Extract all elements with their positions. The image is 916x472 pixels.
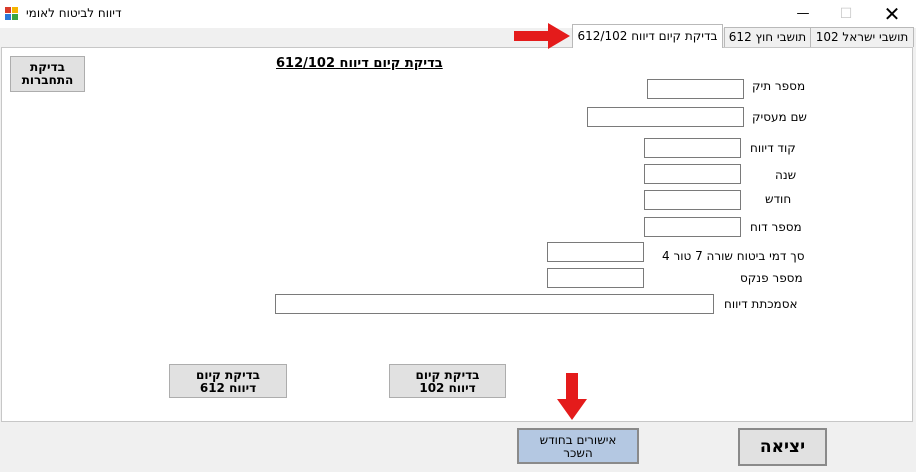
- check-102-label-2: דיווח 102: [419, 381, 476, 395]
- tab-israel-residents-102[interactable]: 102 תושבי ישראל: [810, 27, 914, 47]
- report-number-input[interactable]: [644, 217, 741, 237]
- monthly-approvals-button[interactable]: אישורים בחודש השכר: [517, 428, 639, 464]
- check-612-label-2: דיווח 612: [199, 381, 257, 395]
- report-code-input[interactable]: [644, 138, 741, 158]
- file-number-input[interactable]: [647, 79, 744, 99]
- connection-check-label-1: בדיקת: [30, 60, 65, 74]
- report-reference-input[interactable]: [275, 294, 714, 314]
- tab-report-check[interactable]: בדיקת קיום דיווח 612/102: [572, 24, 723, 48]
- monthly-approvals-label-1: אישורים בחודש: [539, 433, 617, 447]
- exit-button[interactable]: יציאה: [738, 428, 827, 466]
- tab-panel: [1, 47, 913, 422]
- insurance-total-input[interactable]: [547, 242, 644, 262]
- red-arrow-right-icon: [514, 23, 570, 49]
- employer-name-input[interactable]: [587, 107, 744, 127]
- report-number-label: מספר דוח: [750, 220, 802, 234]
- year-label: שנה: [775, 168, 797, 182]
- minimize-button[interactable]: —: [796, 6, 810, 21]
- monthly-approvals-label-2: השכר: [563, 446, 593, 460]
- check-102-label-1: בדיקת קיום: [415, 368, 480, 382]
- employer-name-label: שם מעסיק: [752, 110, 807, 124]
- check-612-label-1: בדיקת קיום: [196, 368, 260, 382]
- check-612-button[interactable]: בדיקת קיום דיווח 612: [169, 364, 287, 398]
- file-number-label: מספר תיק: [752, 79, 806, 93]
- ledger-number-input[interactable]: [547, 268, 644, 288]
- ledger-number-label: מספר פנקס: [740, 271, 803, 285]
- report-reference-label: אסמכתת דיווח: [724, 297, 798, 311]
- window-title: דיווח לביטוח לאומי: [26, 6, 122, 20]
- month-label: חודש: [765, 192, 792, 206]
- insurance-total-label: סך דמי ביטוח שורה 7 טור 4: [662, 249, 805, 263]
- maximize-button[interactable]: ☐: [839, 6, 853, 22]
- red-arrow-down-icon: [557, 373, 587, 420]
- connection-check-label-2: התחברות: [21, 73, 74, 87]
- check-102-button[interactable]: בדיקת קיום דיווח 102: [389, 364, 506, 398]
- title-bar: דיווח לביטוח לאומי — ☐ ✕: [0, 0, 916, 28]
- section-title: בדיקת קיום דיווח 612/102: [276, 56, 443, 71]
- month-input[interactable]: [644, 190, 741, 210]
- report-code-label: קוד דיווח: [750, 141, 796, 155]
- year-input[interactable]: [644, 164, 741, 184]
- app-icon: [5, 7, 19, 21]
- connection-check-button[interactable]: בדיקת התחברות: [10, 56, 85, 92]
- tab-foreign-residents-612[interactable]: 612 תושבי חוץ: [724, 27, 811, 47]
- close-button[interactable]: ✕: [883, 2, 901, 26]
